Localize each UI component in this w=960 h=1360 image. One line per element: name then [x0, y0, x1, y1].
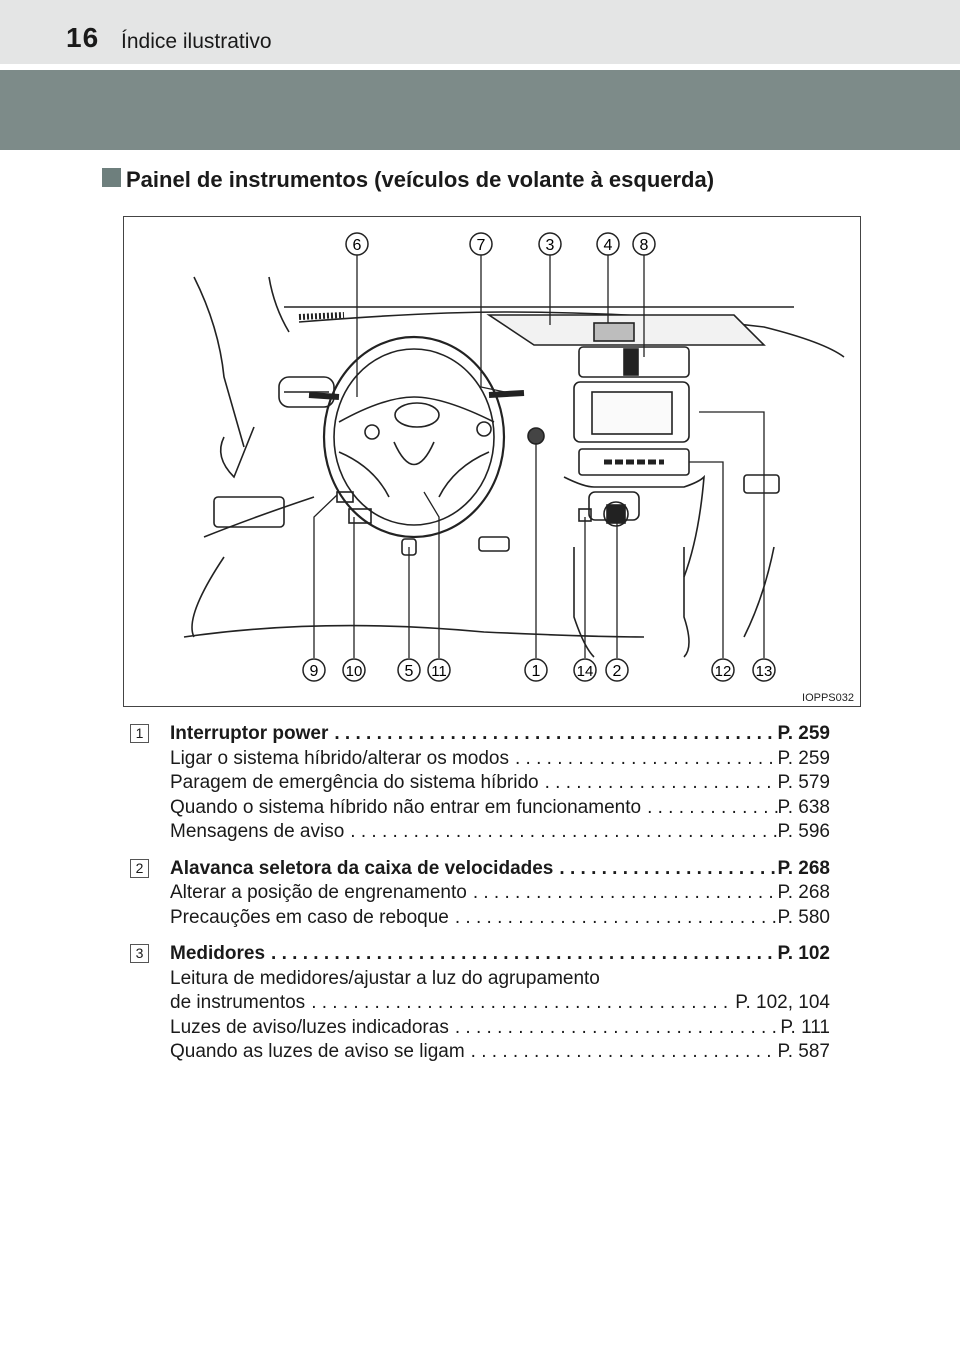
callout-label: 14 [577, 663, 594, 680]
dot-leader [539, 771, 778, 796]
entry-item-row[interactable]: Quando as luzes de aviso se ligam P. 587 [170, 1040, 830, 1065]
callout-label: 2 [613, 663, 622, 680]
item-label: de instrumentos [170, 992, 306, 1013]
dot-leader [553, 857, 777, 882]
item-label: Ligar o sistema híbrido/alterar os modos [170, 747, 509, 769]
header-band [0, 70, 960, 150]
index-entries: 1 Interruptor power P. 259 Ligar o siste… [130, 722, 830, 1077]
page-reference: P. 102 [777, 943, 830, 964]
item-label: Paragem de emergência do sistema híbrido [170, 772, 539, 793]
dot-leader [344, 820, 777, 845]
dot-leader [641, 796, 777, 821]
chapter-title: Índice ilustrativo [121, 30, 272, 53]
top-header-bar [0, 0, 960, 64]
page-reference: P. 638 [777, 796, 830, 818]
page-reference: P. 259 [777, 747, 830, 769]
callout-label: 3 [546, 237, 555, 254]
callout-label: 4 [604, 237, 613, 254]
callout-label: 11 [431, 663, 447, 680]
entry-item-row[interactable]: Alterar a posição de engrenamento P. 268 [170, 881, 830, 906]
entry-number: 1 [130, 724, 149, 743]
page-number: 16 [66, 22, 100, 53]
bottom-callouts: 9 10 5 11 1 14 2 12 13 [302, 658, 776, 682]
top-callouts: 6 7 3 4 8 [345, 232, 656, 256]
item-label: Luzes de aviso/luzes indicadoras [170, 1016, 449, 1038]
index-entry: 3 Medidores P. 102 Leitura de medidores/… [130, 942, 830, 1065]
section-title: Painel de instrumentos (veículos de vola… [126, 167, 715, 192]
dot-leader [449, 906, 778, 931]
page-reference: P. 102, 104 [735, 992, 830, 1013]
page-reference: P. 268 [777, 857, 830, 879]
dot-leader [305, 991, 735, 1016]
dashboard-illustration: 6 7 3 4 8 9 10 5 11 1 14 2 1 [123, 216, 861, 707]
entry-title-row[interactable]: Alavanca seletora da caixa de velocidade… [170, 857, 830, 882]
index-entry: 1 Interruptor power P. 259 Ligar o siste… [130, 722, 830, 845]
dashboard-drawing: 6 7 3 4 8 9 10 5 11 1 14 2 1 [183, 232, 845, 682]
item-label: Alterar a posição de engrenamento [170, 882, 467, 903]
item-label: Quando o sistema híbrido não entrar em f… [170, 796, 642, 818]
dot-leader [465, 1040, 778, 1065]
entry-continuation-line: Leitura de medidores/ajustar a luz do ag… [170, 967, 600, 989]
entry-item-row[interactable]: Quando o sistema híbrido não entrar em f… [170, 796, 830, 821]
entry-item-row[interactable]: de instrumentos P. 102, 104 [170, 991, 830, 1016]
figure-code: IOPPS032 [802, 692, 854, 704]
page-reference: P. 579 [777, 772, 830, 793]
entry-item-row[interactable]: Luzes de aviso/luzes indicadoras P. 111 [170, 1016, 830, 1041]
page-reference: P. 596 [777, 821, 830, 842]
entry-title: Alavanca seletora da caixa de velocidade… [170, 857, 554, 879]
dot-leader [449, 1016, 780, 1041]
callout-label: 10 [346, 663, 363, 680]
page-reference: P. 587 [777, 1041, 830, 1062]
entry-title: Interruptor power [170, 723, 329, 744]
entry-title-row[interactable]: Medidores P. 102 [170, 942, 830, 967]
entry-item-row[interactable]: Mensagens de aviso P. 596 [170, 820, 830, 845]
entry-item-row[interactable]: Paragem de emergência do sistema híbrido… [170, 771, 830, 796]
callout-label: 8 [640, 237, 649, 254]
callout-label: 12 [715, 663, 732, 680]
callout-label: 7 [477, 237, 486, 254]
item-label: Precauções em caso de reboque [170, 906, 449, 928]
callout-label: 6 [353, 237, 362, 254]
entry-number: 3 [130, 944, 149, 963]
dot-leader [328, 722, 777, 747]
callout-label: 5 [405, 663, 414, 680]
entry-number: 2 [130, 858, 149, 878]
entry-item-row[interactable]: Ligar o sistema híbrido/alterar os modos… [170, 747, 830, 772]
item-label: Quando as luzes de aviso se ligam [170, 1041, 465, 1062]
index-entry: 2 Alavanca seletora da caixa de velocida… [130, 857, 830, 931]
entry-item-row[interactable]: Precauções em caso de reboque P. 580 [170, 906, 830, 931]
page-reference: P. 268 [777, 882, 830, 903]
page-reference: P. 580 [777, 906, 830, 928]
page-reference: P. 259 [777, 723, 830, 744]
page-reference: P. 111 [780, 1016, 830, 1038]
entry-title-row[interactable]: Interruptor power P. 259 [170, 722, 830, 747]
item-label: Mensagens de aviso [170, 821, 345, 842]
callout-label: 13 [756, 663, 773, 680]
callout-label: 9 [310, 663, 319, 680]
callout-label: 1 [532, 663, 541, 680]
entry-title: Medidores [170, 943, 266, 964]
section-square-icon [102, 168, 121, 187]
dot-leader [265, 942, 777, 967]
dot-leader [509, 747, 778, 772]
dot-leader [467, 881, 778, 906]
